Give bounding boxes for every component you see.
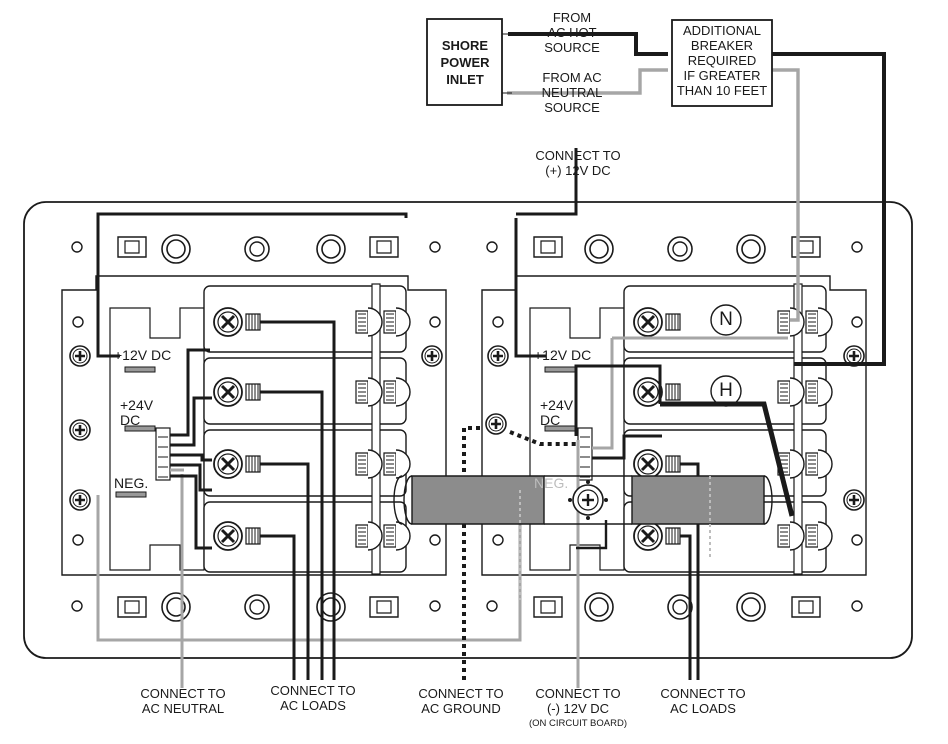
bolt-icon (244, 236, 270, 262)
mounting-hole-icon (486, 241, 498, 253)
ac-ground-wire (462, 426, 578, 680)
terminal-screw-icon (632, 448, 664, 480)
terminal-screw-icon (632, 520, 664, 552)
mounting-hole-icon (736, 592, 766, 622)
source-neutral-wire (507, 68, 800, 322)
mounting-hole-icon (316, 234, 346, 264)
mounting-hole-icon (736, 234, 766, 264)
terminal-screw-icon (212, 520, 244, 552)
pos-12v-terminal (544, 366, 576, 373)
mounting-hole-icon (851, 241, 863, 253)
plus-screw-icon (842, 488, 866, 512)
right-neg-label: NEG. (534, 475, 569, 491)
plus-screw-icon (486, 344, 510, 368)
mounting-hole-icon (851, 600, 863, 612)
terminal-screw-icon (212, 448, 244, 480)
plus-screw-icon (68, 344, 92, 368)
mounting-hole-icon (851, 534, 863, 546)
mounting-hole-icon (71, 600, 83, 612)
pos-12v-terminal (124, 366, 156, 373)
pos-24v-terminal (124, 425, 156, 432)
left-neg-label: NEG. (114, 475, 149, 491)
mounting-hole-icon (584, 592, 614, 622)
plus-screw-icon (420, 344, 444, 368)
mounting-hole-icon (584, 234, 614, 264)
mounting-hole-icon (161, 592, 191, 622)
source-hot-wire (508, 32, 886, 366)
ac-load-wires-right (514, 148, 700, 680)
terminal-screw-icon (212, 306, 244, 338)
neutral-marker (710, 304, 742, 336)
plus-screw-icon (68, 488, 92, 512)
plus-screw-icon (68, 418, 92, 442)
mounting-hole-icon (429, 600, 441, 612)
left-inner-frame (109, 307, 205, 571)
connect-pos-12v-label: CONNECT TO(+) 12V DC (535, 148, 621, 178)
hot-letter: H (719, 380, 733, 401)
connect-neg-12v-label: CONNECT TO(-) 12V DC (535, 686, 621, 716)
mounting-hole-icon (492, 534, 504, 546)
ground-lug-icon (568, 480, 608, 520)
mounting-hole-icon (72, 534, 84, 546)
hot-bus-wire (660, 401, 795, 517)
bolt-icon (667, 236, 693, 262)
mounting-hole-icon (492, 316, 504, 328)
right-connector-block (577, 427, 593, 481)
on-circuit-board-note: (ON CIRCUIT BOARD) (529, 718, 627, 729)
additional-breaker-box (671, 19, 773, 107)
mounting-hole-icon (429, 534, 441, 546)
bolt-icon (667, 594, 693, 620)
terminal-screw-icon (632, 376, 664, 408)
right-inner-frame (529, 307, 625, 571)
mounting-hole-icon (429, 241, 441, 253)
neutral-letter: N (719, 309, 733, 330)
terminal-screw-icon (632, 306, 664, 338)
mounting-hole-icon (72, 316, 84, 328)
mounting-hole-icon (429, 316, 441, 328)
left-bracket (61, 275, 447, 576)
wire-sleeve (393, 475, 773, 600)
neg-terminal (115, 491, 147, 498)
bolt-icon (244, 594, 270, 620)
mounting-hole-icon (486, 600, 498, 612)
ground-screw-icon (484, 412, 508, 436)
shore-power-inlet-box (426, 18, 503, 106)
left-connector-block (155, 427, 171, 481)
terminal-screw-icon (212, 376, 244, 408)
ac-load-wires-left (96, 212, 408, 680)
neg-dc-wire (576, 520, 608, 550)
left-12v-label: +12V DC (114, 347, 172, 363)
right-12v-label: +12V DC (534, 347, 592, 363)
mounting-hole-icon (851, 316, 863, 328)
mounting-hole-icon (71, 241, 83, 253)
mounting-hole-icon (161, 234, 191, 264)
